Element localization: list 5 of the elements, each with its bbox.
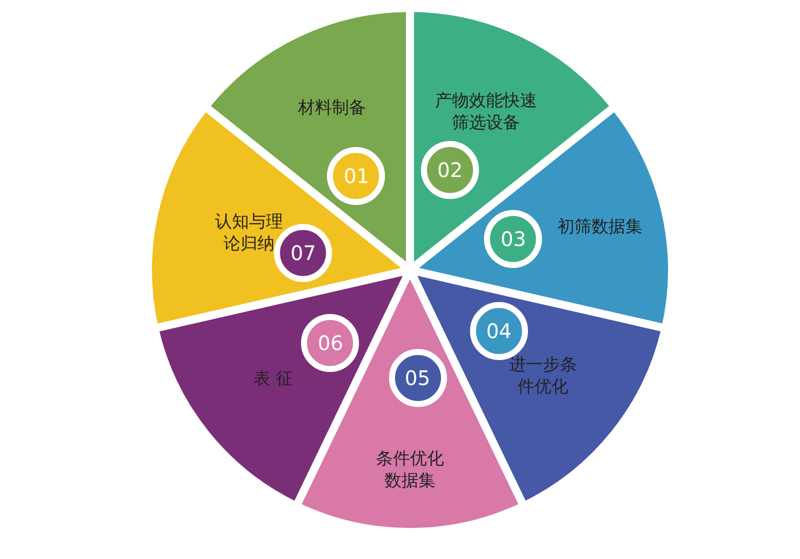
segment-label: 材料制备 — [296, 96, 367, 119]
segment-label: 产物效能快速筛选设备 — [434, 90, 538, 134]
segment-label: 条件优化数据集 — [375, 448, 445, 492]
segment-label: 表 征 — [252, 368, 294, 390]
segment-label: 初筛数据集 — [556, 216, 644, 238]
